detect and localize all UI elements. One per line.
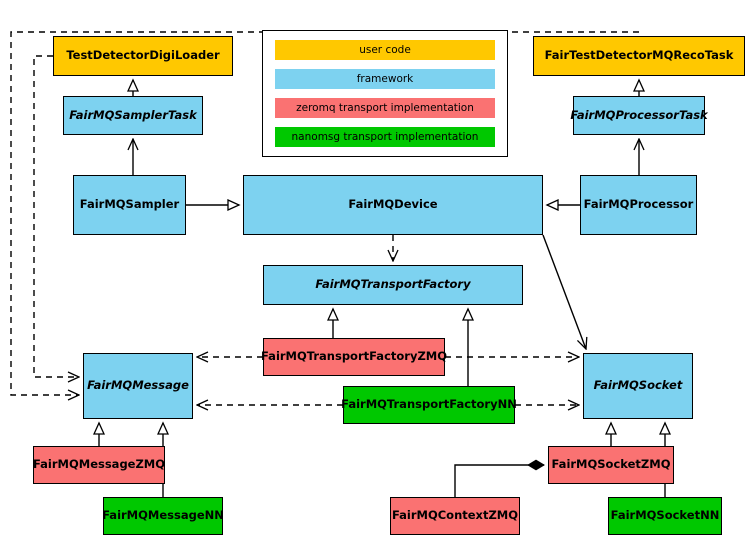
class-box-fairmqsamplertask[interactable]: FairMQSamplerTask xyxy=(63,96,203,135)
class-box-fairmqcontextzmq[interactable]: FairMQContextZMQ xyxy=(390,497,520,535)
class-box-fairmqprocessortask[interactable]: FairMQProcessorTask xyxy=(570,96,708,135)
class-label-fairmqtransportfactory: FairMQTransportFactory xyxy=(315,277,471,292)
class-label-fairmqcontextzmq: FairMQContextZMQ xyxy=(391,508,519,523)
class-box-fairmqsampler[interactable]: FairMQSampler xyxy=(73,175,186,235)
class-label-fairtestdetectormqrecotask: FairTestDetectorMQRecoTask xyxy=(544,48,734,63)
class-label-fairmqmessage: FairMQMessage xyxy=(87,378,189,393)
color-legend: user code framework zeromq transport imp… xyxy=(262,30,508,157)
legend-label-zeromq: zeromq transport implementation xyxy=(296,102,474,114)
legend-item-user-code: user code xyxy=(275,40,495,60)
class-label-fairmqprocessor: FairMQProcessor xyxy=(583,197,694,212)
class-box-testdetectordigiloader[interactable]: TestDetectorDigiLoader xyxy=(53,36,233,76)
class-label-fairmqtransportfactoryzmq: FairMQTransportFactoryZMQ xyxy=(261,349,448,364)
legend-item-nanomsg: nanomsg transport implementation xyxy=(275,127,495,147)
class-label-fairmqprocessortask: FairMQProcessorTask xyxy=(570,107,708,122)
class-box-fairmqprocessor[interactable]: FairMQProcessor xyxy=(580,175,697,235)
class-box-fairmqdevice[interactable]: FairMQDevice xyxy=(243,175,543,235)
class-box-fairmqsocket[interactable]: FairMQSocket xyxy=(583,353,693,419)
class-box-fairmqtransportfactory[interactable]: FairMQTransportFactory xyxy=(263,265,523,305)
edge-contextzmq-socketzmq xyxy=(454,459,545,497)
class-label-fairmqtransportfactorynn: FairMQTransportFactoryNN xyxy=(341,397,517,412)
class-box-fairmqmessage[interactable]: FairMQMessage xyxy=(83,353,193,419)
class-label-fairmqmessagezmq: FairMQMessageZMQ xyxy=(32,457,166,472)
legend-label-nanomsg: nanomsg transport implementation xyxy=(291,131,479,143)
legend-label-user-code: user code xyxy=(359,44,411,56)
class-box-fairmqtransportfactorynn[interactable]: FairMQTransportFactoryNN xyxy=(341,386,517,424)
class-label-fairmqsocket: FairMQSocket xyxy=(593,378,683,393)
class-box-fairmqmessagenn[interactable]: FairMQMessageNN xyxy=(102,497,224,535)
class-label-fairmqmessagenn: FairMQMessageNN xyxy=(102,508,224,523)
legend-label-framework: framework xyxy=(356,73,414,85)
edge-device-socket xyxy=(542,234,586,349)
class-box-fairmqsocketnn[interactable]: FairMQSocketNN xyxy=(608,497,722,535)
class-label-fairmqsocketnn: FairMQSocketNN xyxy=(610,508,720,523)
class-box-fairmqsocketzmq[interactable]: FairMQSocketZMQ xyxy=(548,446,674,484)
legend-item-zeromq: zeromq transport implementation xyxy=(275,98,495,118)
class-label-fairmqsamplertask: FairMQSamplerTask xyxy=(69,107,197,122)
legend-item-framework: framework xyxy=(275,69,495,89)
class-label-fairmqdevice: FairMQDevice xyxy=(348,197,438,212)
class-box-fairmqmessagezmq[interactable]: FairMQMessageZMQ xyxy=(33,446,165,484)
class-box-fairtestdetectormqrecotask[interactable]: FairTestDetectorMQRecoTask xyxy=(533,36,745,76)
class-box-fairmqtransportfactoryzmq[interactable]: FairMQTransportFactoryZMQ xyxy=(261,338,448,376)
class-label-fairmqsocketzmq: FairMQSocketZMQ xyxy=(551,457,671,472)
class-label-testdetectordigiloader: TestDetectorDigiLoader xyxy=(66,48,220,63)
class-label-fairmqsampler: FairMQSampler xyxy=(79,197,180,212)
